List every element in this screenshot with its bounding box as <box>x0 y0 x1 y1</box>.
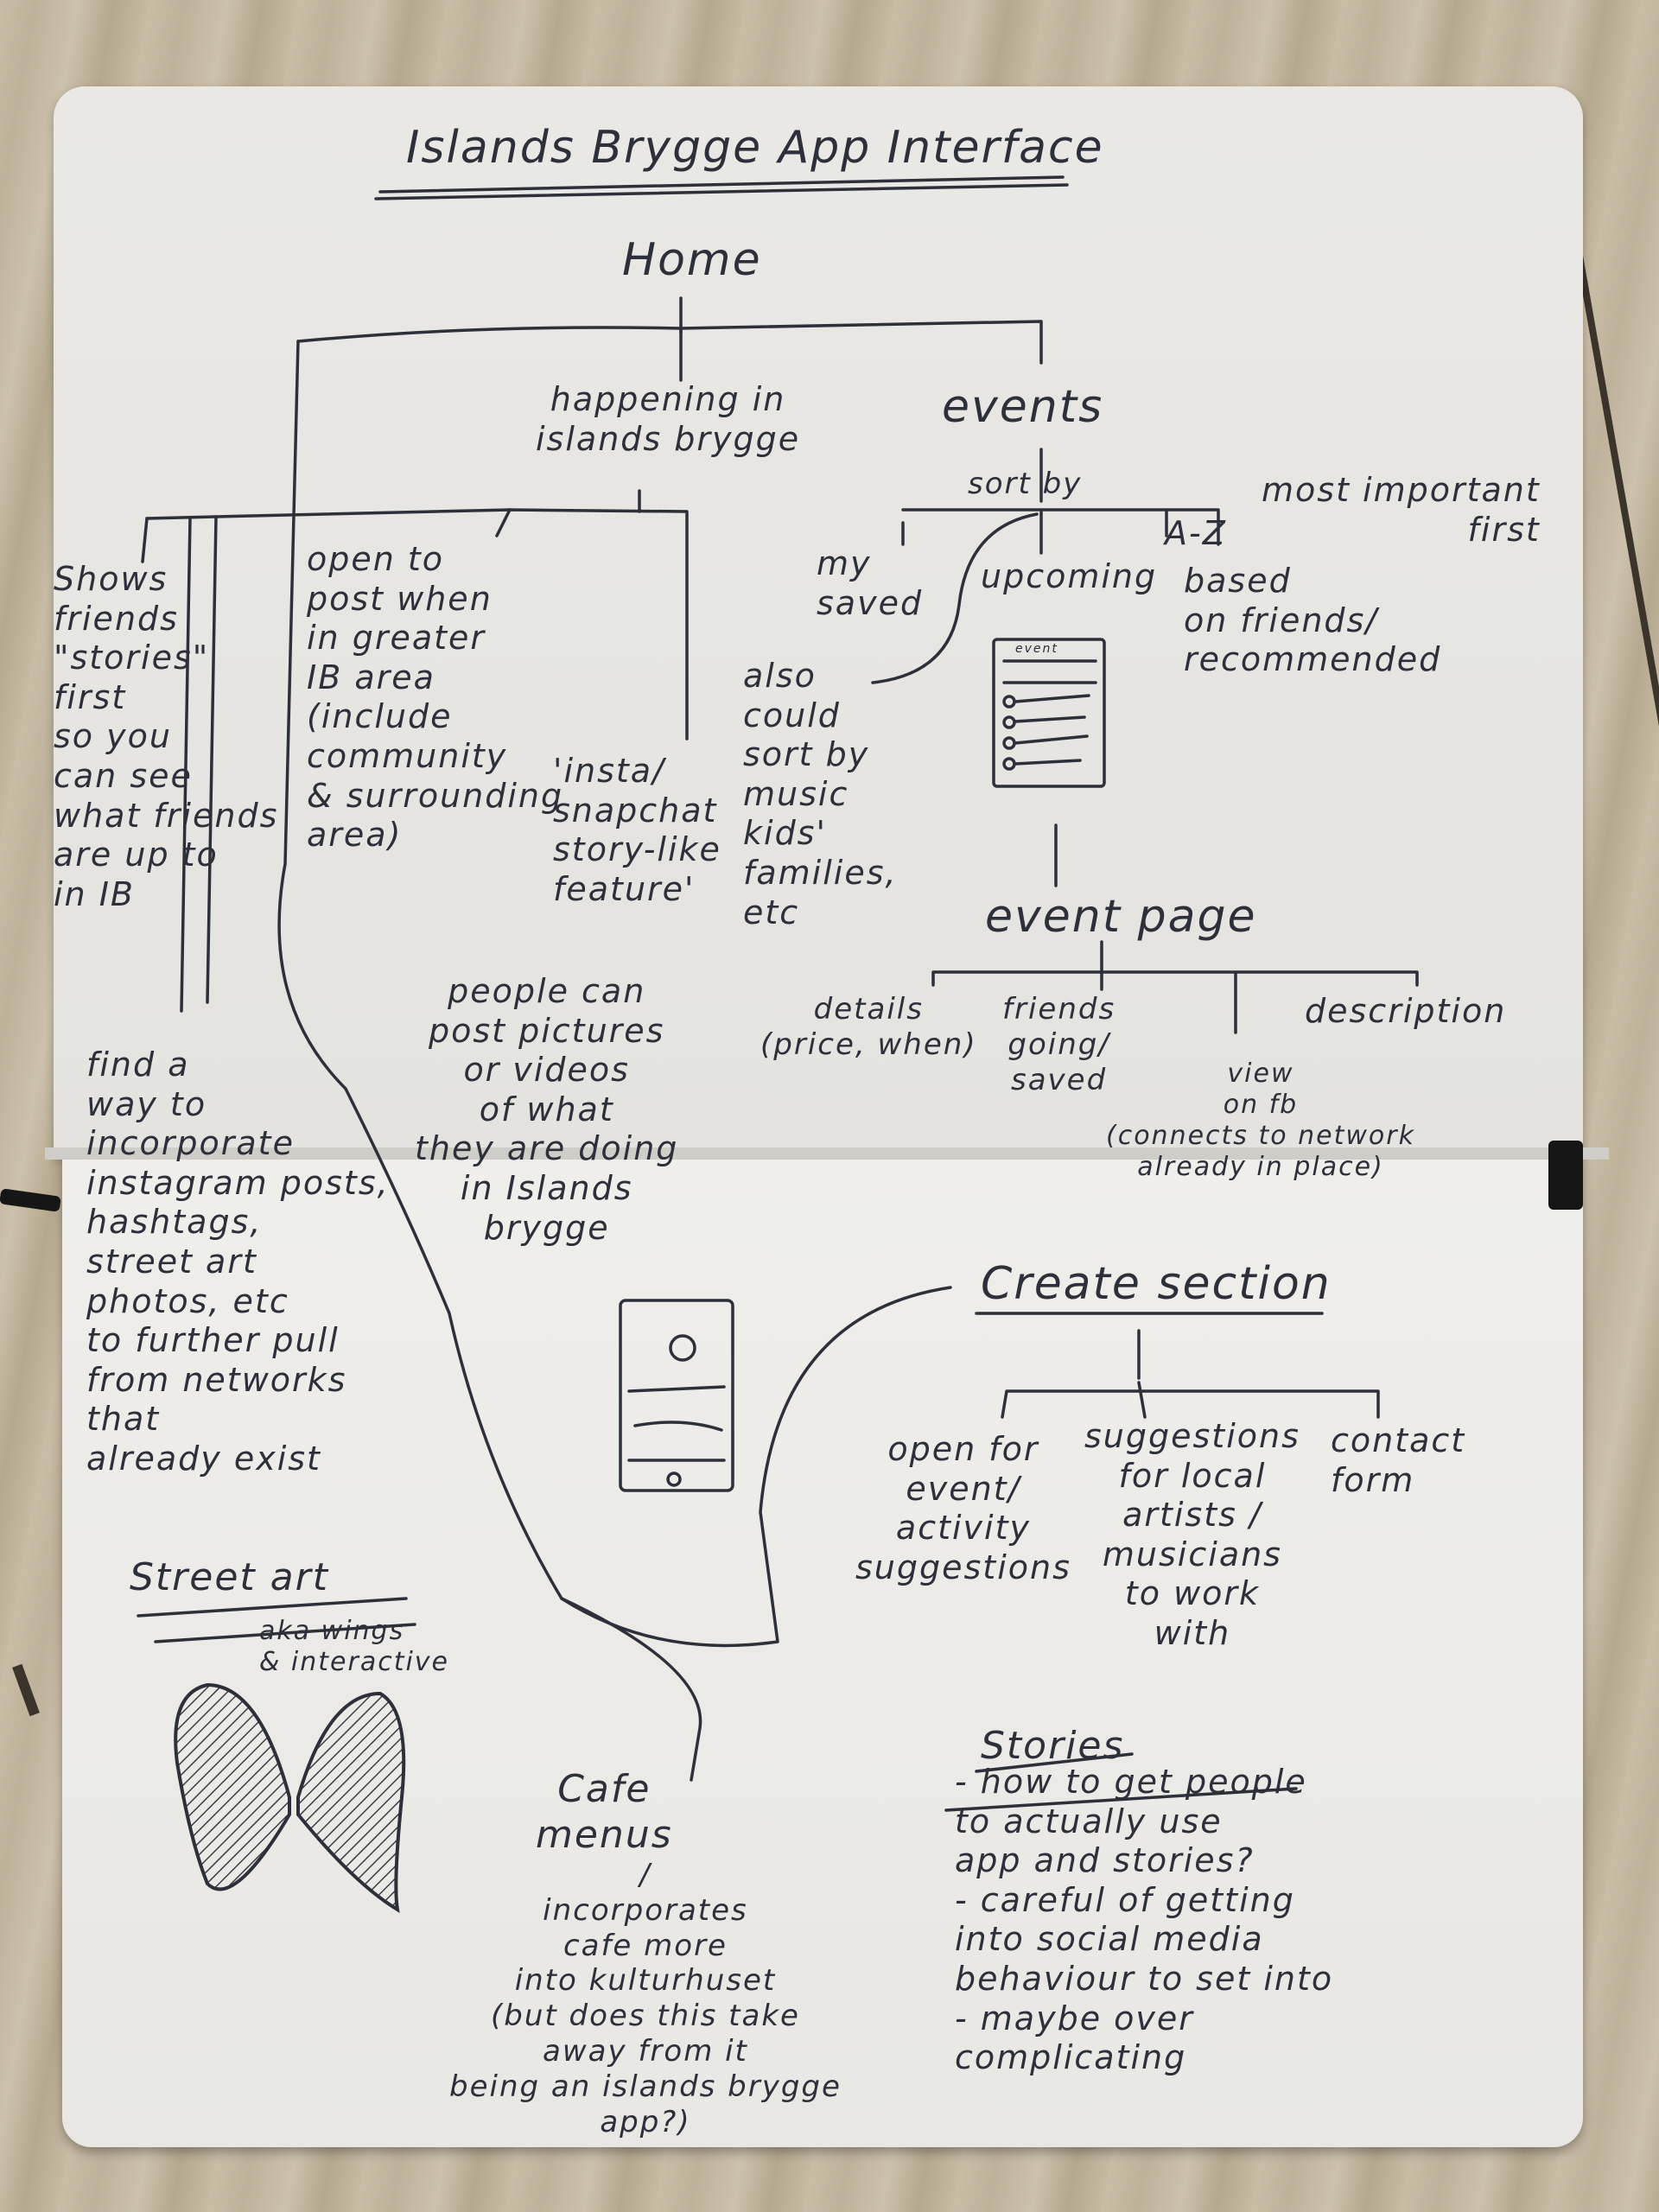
node-create-section: Create section <box>981 1258 1332 1310</box>
node-view-on-fb: view on fb (connects to network already … <box>1106 1058 1415 1182</box>
heading-stories: Stories <box>981 1724 1125 1768</box>
sort-based-on-friends: based on friends/ recommended <box>1184 562 1442 679</box>
node-events: events <box>942 381 1104 433</box>
curve-to-create-section <box>277 340 952 1648</box>
phone-mock-lines <box>627 1385 726 1462</box>
node-details: details (price, when) <box>760 992 977 1062</box>
branch-long-line <box>206 515 218 1004</box>
title-underline-2 <box>374 183 1069 200</box>
notebook-page-top <box>54 86 1583 1158</box>
street-art-underline <box>137 1597 416 1643</box>
note-people-can-post: people can post pictures or videos of wh… <box>415 972 679 1247</box>
event-list-mock <box>992 638 1106 788</box>
note-find-a-way: find a way to incorporate instagram post… <box>86 1046 390 1478</box>
note-cafe-incorporates: / incorporates cafe more into kulturhuse… <box>449 1858 842 2139</box>
branch-long-line-2 <box>180 517 192 1013</box>
page-title: Islands Brygge App Interface <box>406 122 1104 174</box>
note-aka-wings: aka wings & interactive <box>259 1616 450 1677</box>
node-open-for-suggestions: open for event/ activity suggestions <box>855 1430 1071 1586</box>
note-shows-friends: Shows friends "stories" first so you can… <box>54 560 279 913</box>
node-artist-suggestions: suggestions for local artists / musician… <box>1084 1417 1300 1652</box>
note-open-to: open to post when in greater IB area (in… <box>307 540 564 855</box>
node-description: description <box>1305 992 1507 1030</box>
stories-underline <box>975 1752 1134 1773</box>
heading-street-art: Street art <box>130 1555 329 1599</box>
curve-to-cafe-menus <box>560 1597 702 1782</box>
node-home: Home <box>622 234 762 286</box>
node-happening: happening in islands brygge <box>536 380 801 458</box>
event-list-mock-label: event <box>1015 642 1058 656</box>
title-underline <box>378 175 1065 194</box>
label-sort-by: sort by <box>968 467 1083 501</box>
branch-shows-friends <box>141 517 149 563</box>
node-contact-form: contact form <box>1331 1421 1466 1499</box>
elastic-strap-end <box>1548 1141 1583 1210</box>
notebook-binding <box>45 1147 1609 1160</box>
sort-upcoming: upcoming <box>981 557 1158 595</box>
notebook-page-bottom <box>62 1154 1583 2147</box>
notebook <box>0 86 1609 2152</box>
note-stories-concerns: - how to get people to actually use app … <box>955 1763 1334 2077</box>
sort-most-important: most important first <box>1262 471 1541 549</box>
branch-open-to <box>495 508 512 537</box>
event-list-rows <box>1002 659 1097 766</box>
event-page-branch <box>931 970 1419 1034</box>
node-friends-going: friends going/ saved <box>1002 992 1116 1097</box>
home-branch <box>296 320 1043 365</box>
note-also-sort: also could sort by music kids' families,… <box>743 657 898 931</box>
stories-underline-2 <box>944 1787 1298 1812</box>
node-event-page: event page <box>985 891 1257 943</box>
also-could-curve <box>871 512 1039 684</box>
sort-by-branch <box>901 508 1220 555</box>
sort-a-z: A-Z <box>1165 514 1227 552</box>
sort-my-saved: my saved <box>817 544 924 622</box>
note-insta-feature: 'insta/ snapchat story-like feature' <box>553 752 721 908</box>
create-branch <box>1001 1381 1380 1419</box>
node-cafe-menus: Cafe menus <box>536 1767 673 1857</box>
butterfly-wings-sketch <box>174 1682 406 1913</box>
phone-mock <box>619 1299 734 1492</box>
